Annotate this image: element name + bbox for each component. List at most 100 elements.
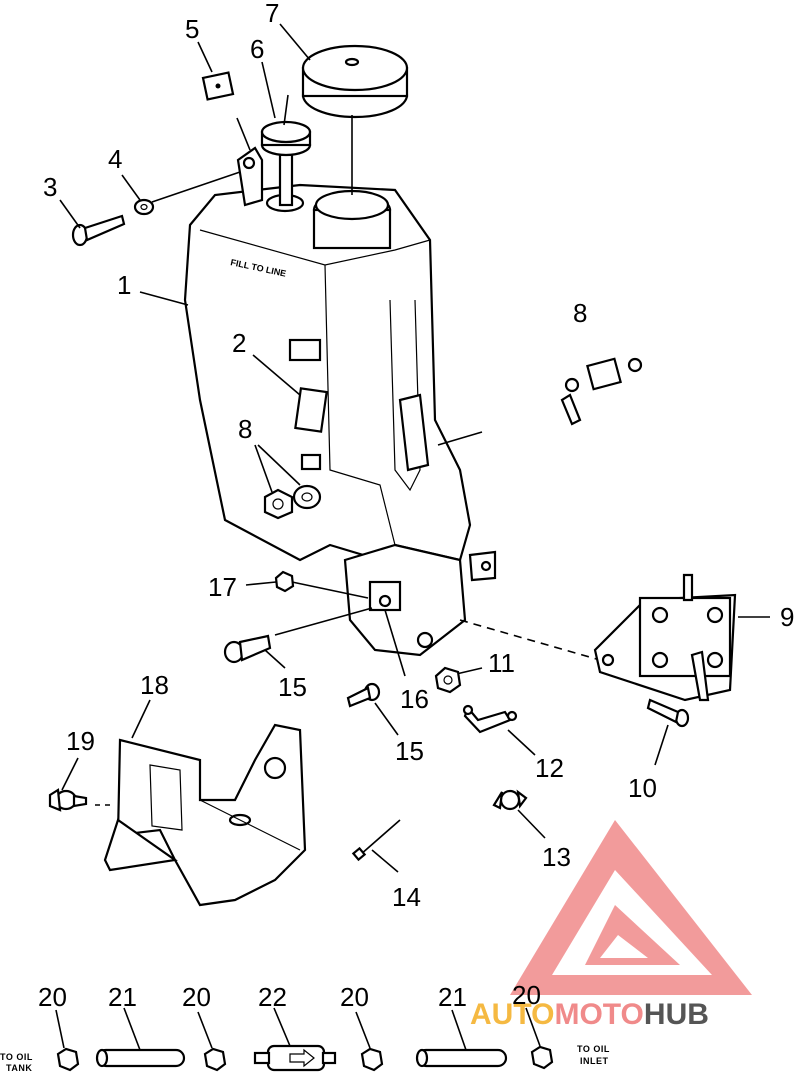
cable-tie-14-head xyxy=(351,846,367,862)
callout-2: 2 xyxy=(232,328,246,358)
bolt-15b xyxy=(346,682,381,708)
wing-nut-19-wing xyxy=(48,788,62,812)
tank-to-pump-line xyxy=(437,431,483,446)
cap-top-center xyxy=(344,57,360,67)
callout-3: 3 xyxy=(43,172,57,202)
callout-20-c: 20 xyxy=(340,982,369,1012)
dipstick-cap-top xyxy=(260,120,312,144)
watermark-triangle-hole xyxy=(600,935,648,958)
screw-10 xyxy=(646,698,690,728)
bracket-fold xyxy=(199,799,301,851)
bracket-hole xyxy=(263,756,287,780)
leader-10 xyxy=(654,724,669,766)
leader-2 xyxy=(252,354,301,396)
tank-lower-outlet xyxy=(343,543,467,657)
dipstick xyxy=(260,94,312,207)
bracket-foot xyxy=(103,818,178,872)
callout-15-upper: 15 xyxy=(278,672,307,702)
callout-9: 9 xyxy=(780,602,794,632)
to-oil-tank-label-line2: TANK xyxy=(6,1063,32,1073)
elbow-12-end-a xyxy=(462,704,474,716)
bracket-main xyxy=(116,723,307,907)
petcock-lever xyxy=(560,393,582,426)
nut-8 xyxy=(263,488,294,520)
callout-numbers: 1 2 3 4 5 6 7 8 8 9 10 11 12 13 14 15 15… xyxy=(38,0,794,1012)
callout-16: 16 xyxy=(400,684,429,714)
dipstick-wire xyxy=(283,94,289,126)
watermark-text-hub: HUB xyxy=(644,998,709,1031)
tank-slot-tab xyxy=(398,393,430,472)
bolt-15a xyxy=(223,634,272,664)
leader-2-tab xyxy=(236,117,251,151)
leader-18 xyxy=(131,699,151,739)
outlet-fitting-port xyxy=(416,631,434,649)
wing-nut-19 xyxy=(48,788,88,812)
leader-15a xyxy=(264,649,286,669)
wing-nut-19-stem xyxy=(72,794,88,808)
leader-5 xyxy=(197,41,213,73)
callout-5: 5 xyxy=(185,14,199,44)
watermark-text: AUTOMOTOHUB xyxy=(470,998,709,1031)
callout-8-left: 8 xyxy=(238,414,252,444)
leader-4 xyxy=(121,174,141,201)
clamp-20a xyxy=(56,1047,80,1072)
clamp-20c xyxy=(360,1047,384,1072)
callout-13: 13 xyxy=(542,842,571,872)
hose-21a xyxy=(96,1048,186,1068)
callout-6: 6 xyxy=(250,34,264,64)
inline-filter-22 xyxy=(253,1044,337,1072)
fuel-pump-bolt-c xyxy=(651,651,669,669)
callout-8-right: 8 xyxy=(573,298,587,328)
decal-upper xyxy=(288,338,322,362)
callout-20-d: 20 xyxy=(512,980,541,1010)
fuel-pump-axis xyxy=(459,619,601,661)
watermark-text-auto: AUTO xyxy=(470,998,554,1031)
fuel-pump-bolt-b xyxy=(706,606,724,624)
oil-tank-cap xyxy=(301,44,409,119)
watermark-logo xyxy=(510,820,752,995)
leader-lines xyxy=(59,23,770,873)
leader-19 xyxy=(61,757,79,791)
oil-tank-ridge xyxy=(324,264,396,546)
leader-14 xyxy=(371,849,399,873)
cap-top xyxy=(301,44,409,92)
callout-18: 18 xyxy=(140,670,169,700)
clamp-13 xyxy=(499,789,521,811)
screw-3 xyxy=(71,214,126,247)
cable-tie-14 xyxy=(359,819,401,856)
clamp-20d xyxy=(530,1045,554,1070)
nut-8-hole xyxy=(272,498,284,510)
petcock-end-left xyxy=(564,377,580,393)
leader-21a xyxy=(123,1007,141,1051)
fuel-pump-bolt-a xyxy=(651,606,669,624)
leader-12 xyxy=(507,729,536,756)
decal-lower xyxy=(300,453,322,471)
leader-15b xyxy=(374,702,399,736)
callout-17: 17 xyxy=(208,572,237,602)
fuel-pump-fitting-top xyxy=(682,573,694,602)
to-oil-inlet-label-line1: TO OIL xyxy=(577,1044,610,1054)
leader-6 xyxy=(261,61,276,119)
bracket-slot xyxy=(149,764,183,831)
elbow-12-end-b xyxy=(506,710,518,722)
hose-assembly-row xyxy=(55,1007,554,1072)
inline-filter-22-body xyxy=(266,1044,326,1072)
callout-7: 7 xyxy=(265,0,279,28)
clamp-13-ear-a xyxy=(492,791,504,810)
callout-14: 14 xyxy=(392,882,421,912)
leader-20d xyxy=(525,1007,541,1047)
bolt-15a-shank xyxy=(238,634,272,662)
inline-filter-22-nipple-left xyxy=(253,1051,271,1065)
petcock-end-right xyxy=(627,357,643,373)
inline-filter-22-nipple-right xyxy=(321,1051,337,1065)
leader-21b xyxy=(451,1009,467,1051)
leader-20b xyxy=(197,1011,213,1049)
leader-20a xyxy=(55,1009,65,1049)
bolt-15b-shank xyxy=(346,686,372,708)
inline-filter-22-arrow-icon xyxy=(289,1048,315,1068)
callout-20-b: 20 xyxy=(182,982,211,1012)
screw3-axis xyxy=(151,171,241,203)
fitting-11-hole xyxy=(443,675,453,685)
fuel-pump-fitting-side xyxy=(690,650,710,702)
